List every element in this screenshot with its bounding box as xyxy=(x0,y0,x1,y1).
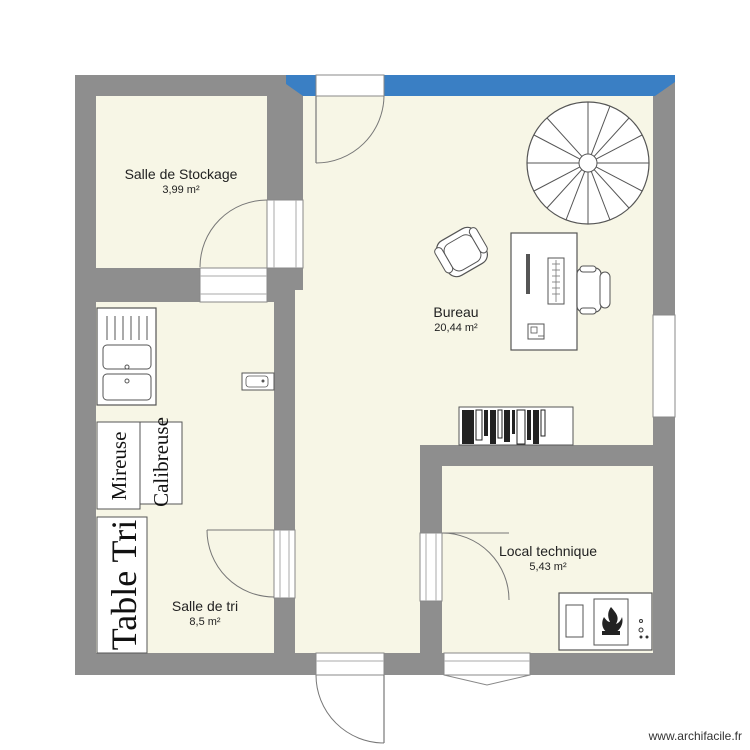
door-office-top[interactable] xyxy=(315,74,385,164)
room-name-storage: Salle de Stockage xyxy=(125,166,238,182)
door-storage-office[interactable] xyxy=(199,199,304,269)
mireuse-label: Mireuse xyxy=(107,432,131,501)
room-name-technical: Local technique xyxy=(499,543,597,559)
door-sorting-office[interactable] xyxy=(206,529,296,599)
calibreuse-label: Calibreuse xyxy=(149,417,173,507)
door-bottom-entrance[interactable] xyxy=(315,652,385,744)
window-office-right xyxy=(652,314,676,418)
room-name-sorting: Salle de tri xyxy=(172,598,238,614)
hand-basin xyxy=(241,372,275,391)
double-sink[interactable] xyxy=(96,307,157,406)
room-area-office: 20,44 m² xyxy=(434,322,478,334)
armchair-icon xyxy=(434,226,488,278)
table-tri-label: Table Tri xyxy=(104,520,144,651)
electrical-cabinet[interactable] xyxy=(558,592,653,651)
flame-icon xyxy=(602,607,623,635)
floor-storage xyxy=(96,96,267,268)
mireuse-calibreuse-block[interactable]: Mireuse Calibreuse xyxy=(96,417,183,510)
room-area-technical: 5,43 m² xyxy=(529,561,567,573)
room-area-sorting: 8,5 m² xyxy=(189,616,221,628)
desk[interactable] xyxy=(510,232,611,351)
room-name-office: Bureau xyxy=(433,304,478,320)
door-office-technical[interactable] xyxy=(419,532,510,602)
monitor-icon xyxy=(526,254,530,294)
spiral-staircase[interactable] xyxy=(526,101,650,225)
desk-chair-icon xyxy=(576,265,611,315)
table-tri[interactable]: Table Tri xyxy=(96,516,148,654)
watermark: www.archifacile.fr xyxy=(648,729,742,743)
phone-icon xyxy=(527,323,545,340)
window-technical-bottom xyxy=(443,652,531,686)
door-storage-bottom[interactable] xyxy=(199,267,268,303)
room-area-storage: 3,99 m² xyxy=(162,184,200,196)
bookshelf[interactable] xyxy=(458,406,574,446)
